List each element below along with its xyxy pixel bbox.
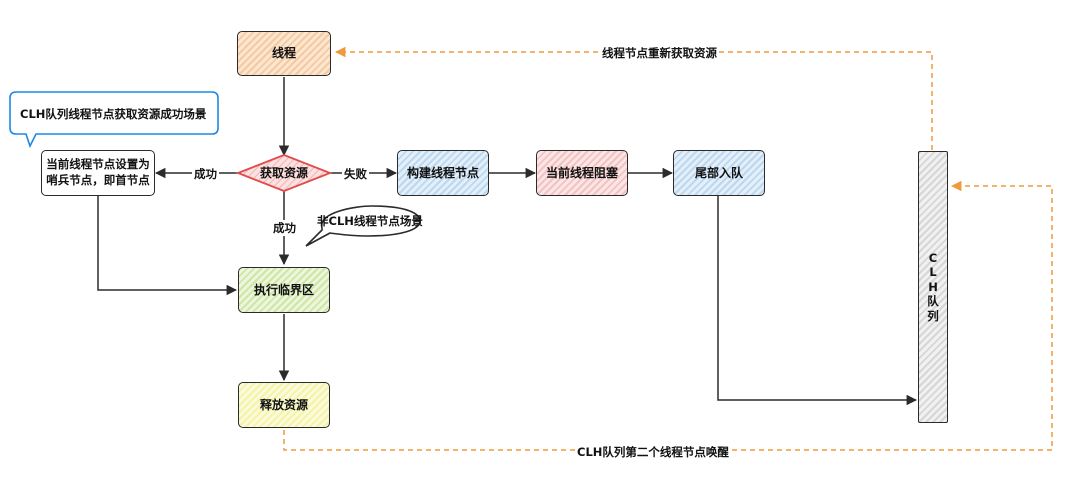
build-node-box: 构建线程节点 (397, 150, 489, 196)
clh-queue-box: C L H 队 列 (918, 151, 948, 423)
block-label: 当前线程阻塞 (545, 165, 618, 180)
edge-enqueue-to-queue (717, 196, 918, 406)
clh-queue-char: H (928, 279, 938, 294)
edge-sentinel-to-critical (97, 196, 238, 296)
enqueue-node-box: 尾部入队 (673, 150, 765, 196)
clh-queue-char: 列 (927, 308, 939, 323)
non-clh-callout-text: 非CLH线程节点场景 (317, 214, 423, 228)
clh-queue-vertical-text: C L H 队 列 (927, 251, 939, 323)
sentinel-node: 当前线程节点设置为哨兵节点，即首节点 (41, 150, 155, 196)
clh-queue-char: L (929, 265, 937, 280)
clh-queue-char: C (928, 251, 938, 266)
edge-label-reacquire: 线程节点重新获取资源 (600, 45, 719, 61)
success-scene-callout-text: CLH队列线程节点获取资源成功场景 (20, 107, 207, 121)
release-label: 释放资源 (259, 397, 308, 412)
build-label: 构建线程节点 (406, 165, 479, 180)
sentinel-label: 当前线程节点设置为哨兵节点，即首节点 (46, 157, 150, 187)
non-clh-callout-shape (305, 205, 421, 247)
block-node-box: 当前线程阻塞 (536, 150, 628, 196)
success-scene-callout-shape (9, 91, 219, 149)
edge-label-success-down: 成功 (271, 220, 298, 236)
clh-queue-char: 队 (927, 294, 939, 309)
critical-node-box: 执行临界区 (238, 267, 330, 313)
acquire-diamond (235, 154, 333, 192)
enqueue-label: 尾部入队 (694, 165, 743, 180)
thread-node: 线程 (237, 31, 331, 76)
edge-label-wake-second: CLH队列第二个线程节点唤醒 (575, 444, 731, 460)
edge-reacquire-dashed (334, 46, 933, 150)
edge-label-success-left: 成功 (192, 166, 219, 182)
edge-label-fail: 失败 (342, 166, 369, 182)
acquire-label: 获取资源 (259, 166, 308, 180)
critical-label: 执行临界区 (253, 282, 314, 297)
thread-label: 线程 (271, 46, 296, 61)
edge-wake-dashed (283, 180, 1053, 451)
release-node-box: 释放资源 (238, 382, 330, 428)
